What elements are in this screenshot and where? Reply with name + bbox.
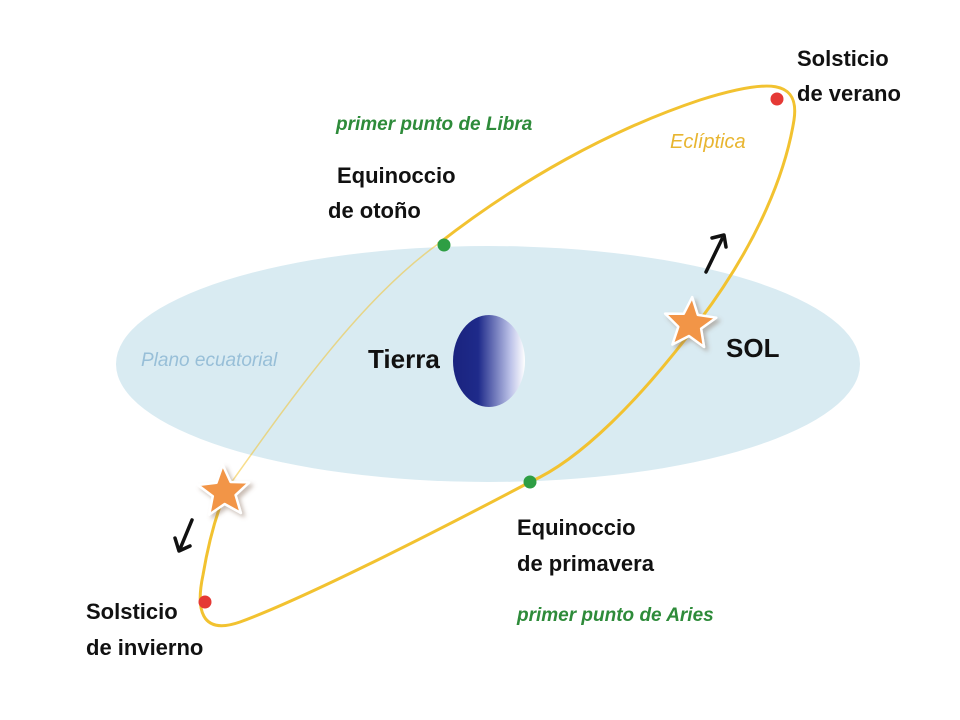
summer-solstice-label: Solsticio de verano bbox=[797, 46, 901, 106]
first-point-aries-label: primer punto de Aries bbox=[516, 605, 714, 626]
ecliptic-label: Eclíptica bbox=[670, 131, 746, 153]
ecliptic-orbit bbox=[198, 84, 797, 628]
arrow-icon bbox=[704, 233, 728, 274]
ecliptic-orbit-back bbox=[225, 243, 439, 491]
autumn-equinox-point bbox=[437, 238, 451, 252]
equatorial-plane-label: Plano ecuatorial bbox=[141, 350, 278, 371]
first-point-libra-label: primer punto de Libra bbox=[335, 114, 533, 135]
star-icon bbox=[663, 295, 718, 349]
summer-solstice-point bbox=[770, 92, 784, 106]
spring-equinox-label: Equinoccio de primavera bbox=[517, 515, 655, 576]
spring-equinox-point bbox=[523, 475, 537, 489]
sun-label: SOL bbox=[726, 333, 780, 363]
winter-solstice-label: Solsticio de invierno bbox=[86, 599, 203, 660]
star-icon bbox=[196, 463, 251, 516]
winter-solstice-point bbox=[198, 595, 212, 609]
autumn-equinox-label: Equinoccio de otoño bbox=[328, 163, 462, 223]
earth-label: Tierra bbox=[368, 344, 440, 374]
earth bbox=[453, 315, 525, 407]
arrow-icon bbox=[173, 518, 194, 553]
